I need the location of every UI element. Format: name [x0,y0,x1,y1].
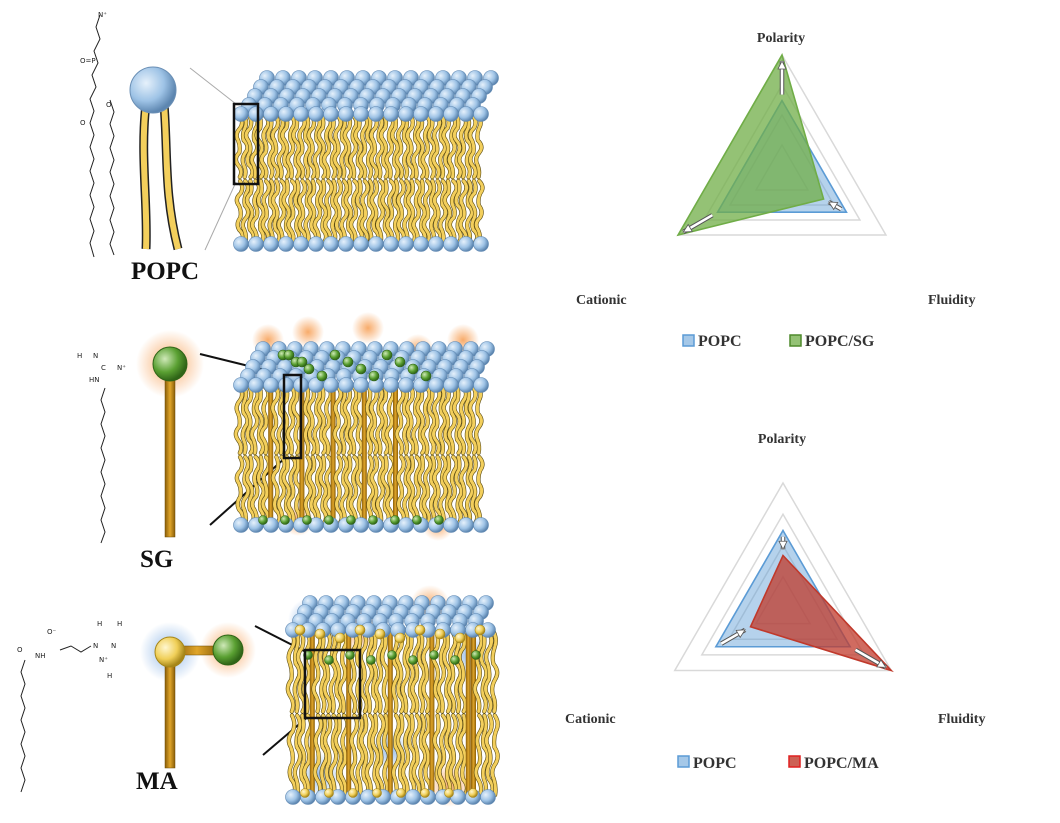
axis-label-cationic: Cationic [576,293,627,308]
svg-text:H: H [77,352,82,360]
svg-text:N: N [93,642,98,650]
svg-text:H: H [117,620,122,628]
bilayer-group [285,585,500,807]
popc-bilayer-icon [232,70,499,252]
bilayer-group [233,312,495,541]
axis-label-polarity: Polarity [758,432,806,447]
svg-text:POPC/MA: POPC/MA [804,755,879,772]
svg-text:HN: HN [89,376,100,384]
series-popc-ma [749,554,894,673]
shift-arrow-cationic [682,213,714,234]
svg-text:O=P: O=P [80,57,96,65]
legend-item-popc-ma: POPC/MA [788,755,879,772]
axis-label-fluidity: Fluidity [928,293,975,308]
svg-text:N⁺: N⁺ [117,364,126,372]
shift-arrow-fluidity [827,200,843,212]
svg-text:POPC/SG: POPC/SG [805,333,875,350]
legend-item-popc: POPC [677,755,737,772]
zoom-box [303,648,362,720]
radar-chart-popc-ma: Polarity Fluidity Cationic POPC POPC/MA [565,432,985,772]
svg-text:O: O [80,119,86,127]
svg-text:O: O [106,101,112,109]
zoom-box [232,102,260,186]
ma-label: MA [136,768,178,795]
ma-lipid-cartoon-icon [140,622,256,769]
legend-item-popc-sg: POPC/SG [789,333,875,350]
shift-arrow-polarity [778,536,788,551]
bilayer-group [233,70,499,252]
shift-arrow-fluidity [854,647,887,670]
svg-text:O⁻: O⁻ [47,628,57,636]
svg-text:N⁺: N⁺ [98,11,107,19]
svg-text:POPC: POPC [693,755,737,772]
zoom-box [282,373,303,460]
svg-text:H: H [97,620,102,628]
svg-text:N⁺: N⁺ [99,656,108,664]
svg-text:C: C [101,364,106,372]
ma-bilayer-icon [285,585,500,807]
ma-structure-icon: O NH O⁻ H H N N N⁺ H [17,620,122,793]
svg-text:POPC: POPC [698,333,742,350]
popc-label: POPC [131,258,200,285]
popc-zoom-lines-icon [189,67,237,251]
popc-structure-icon: N⁺ O=P O O [80,11,115,258]
series-popc-sg [676,52,825,237]
legend-item-popc: POPC [682,333,742,350]
radar-chart-popc-sg: Polarity Fluidity Cationic POPC POPC/SG [576,31,975,350]
shift-arrow-cationic [720,627,747,646]
axis-label-polarity: Polarity [757,31,805,46]
svg-text:H: H [107,672,112,680]
axis-label-cationic: Cationic [565,712,616,727]
svg-text:NH: NH [35,652,46,660]
axis-label-fluidity: Fluidity [938,712,985,727]
shift-arrow-polarity [777,60,787,95]
svg-text:N: N [111,642,116,650]
sg-bilayer-icon [233,312,495,541]
popc-lipid-cartoon-icon [129,66,183,251]
svg-text:O: O [17,646,23,654]
sg-lipid-cartoon-icon [136,330,204,538]
svg-text:N: N [93,352,98,360]
sg-label: SG [140,546,174,573]
